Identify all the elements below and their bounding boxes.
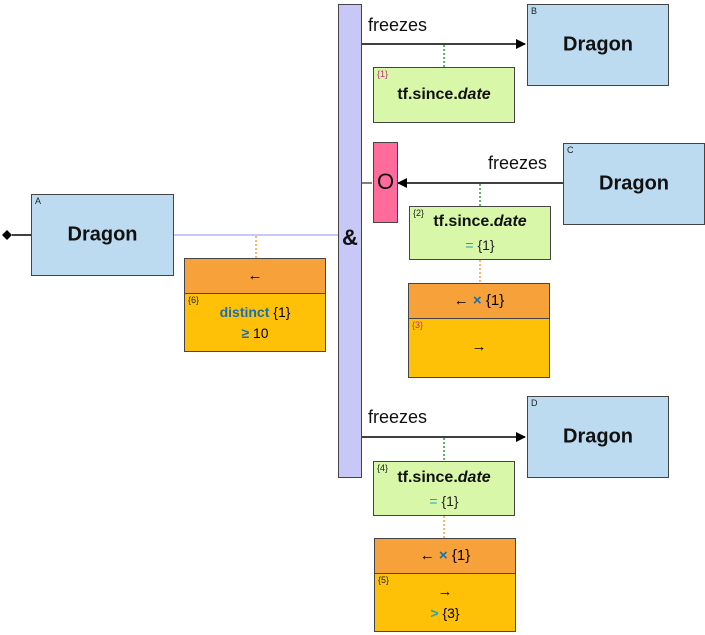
- operation-head-c[interactable]: ← × {1}: [408, 283, 550, 319]
- attribute-b[interactable]: {1} tf.since.date: [373, 67, 515, 123]
- cross-icon: ×: [438, 547, 448, 564]
- operation-head-d[interactable]: ← × {1}: [374, 538, 516, 574]
- left-arrow-icon: ←: [247, 267, 263, 284]
- entity-d[interactable]: D Dragon: [527, 396, 669, 478]
- right-arrow-icon: →: [437, 583, 453, 600]
- attribute-condition: = {1}: [429, 493, 459, 509]
- attribute-name: tf.since.date: [397, 469, 491, 486]
- entity-name: Dragon: [563, 33, 633, 56]
- entity-b[interactable]: B Dragon: [527, 4, 669, 86]
- attribute-condition: = {1}: [465, 237, 495, 253]
- entity-letter: D: [531, 398, 538, 408]
- attribute-name: tf.since.date: [433, 213, 527, 230]
- right-arrow-icon: →: [471, 338, 487, 355]
- relation-verb-b: freezes: [368, 15, 428, 35]
- entity-name: Dragon: [67, 223, 138, 246]
- cross-icon: ×: [472, 292, 482, 309]
- operation-body-c[interactable]: {3} →: [408, 319, 550, 378]
- entity-letter: B: [531, 6, 538, 16]
- and-symbol: &: [342, 225, 358, 250]
- operation-tag: {6}: [188, 295, 200, 305]
- operation-tag: {5}: [378, 575, 390, 585]
- operation-body-d[interactable]: {5} → > {3}: [374, 574, 516, 632]
- exclusion-symbol: O: [376, 169, 395, 194]
- attribute-c[interactable]: {2} tf.since.date = {1}: [409, 206, 551, 260]
- operation-body-a[interactable]: {6} distinct {1} ≥ 10: [184, 294, 326, 352]
- entity-name: Dragon: [599, 172, 669, 195]
- entity-letter: C: [567, 145, 574, 155]
- entity-a[interactable]: A Dragon: [31, 194, 174, 276]
- relation-verb-c: freezes: [488, 153, 548, 173]
- entity-letter: A: [35, 196, 42, 206]
- root-connector: [2, 230, 32, 240]
- operation-ref: {1}: [485, 292, 505, 309]
- entity-c[interactable]: C Dragon: [563, 143, 705, 225]
- attribute-d[interactable]: {4} tf.since.date = {1}: [373, 461, 515, 516]
- attribute-tag: {2}: [413, 208, 425, 218]
- operation-line-1: distinct {1}: [219, 304, 291, 320]
- operation-tag: {3}: [412, 320, 424, 330]
- left-arrow-icon: ←: [419, 547, 435, 564]
- operation-ref: {1}: [451, 547, 471, 564]
- attribute-tag: {1}: [377, 69, 389, 79]
- operation-line-2: > {3}: [430, 605, 460, 621]
- entity-name: Dragon: [563, 425, 633, 448]
- and-junction[interactable]: &: [338, 4, 362, 478]
- attribute-name: tf.since.date: [397, 86, 491, 103]
- left-arrow-icon: ←: [453, 292, 469, 309]
- exclusion-marker[interactable]: O: [373, 142, 398, 223]
- operation-head-a[interactable]: ←: [184, 258, 326, 294]
- operation-line-2: ≥ 10: [241, 325, 269, 341]
- attribute-tag: {4}: [377, 463, 389, 473]
- relation-verb-d: freezes: [368, 407, 428, 427]
